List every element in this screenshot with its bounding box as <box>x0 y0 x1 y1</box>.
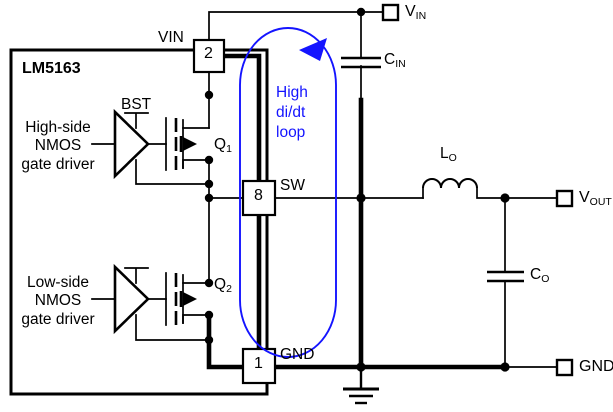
q1-body-diode-arrow <box>183 137 197 151</box>
terminal-label-gnd: GND <box>579 358 613 376</box>
wire-ls-driver-ref <box>135 314 210 341</box>
pin-label-sw: SW <box>280 177 305 194</box>
terminal-vout-letter: V <box>579 189 590 206</box>
refdes-lo: LO <box>440 145 457 164</box>
refdes-q2-index: 2 <box>226 283 232 295</box>
pin-number-sw: 8 <box>254 187 263 204</box>
wire-ind-right <box>476 187 558 199</box>
refdes-q1: Q1 <box>214 136 232 155</box>
high-side-driver-line3: gate driver <box>21 155 95 173</box>
refdes-q2-letter: Q <box>214 276 227 293</box>
low-side-driver-triangle <box>113 263 150 335</box>
high-didt-loop-arrow <box>299 38 327 61</box>
power-trace-q2-source-to-gnd <box>206 312 246 370</box>
junction-dot-q2-ref <box>204 335 214 345</box>
low-side-gate-driver-label: Low-side NMOS gate driver <box>8 274 108 329</box>
junction-dot-vin <box>356 7 366 17</box>
junction-dot-q1-drain <box>204 90 214 100</box>
terminal-vout-index: OUT <box>589 196 612 208</box>
refdes-q1-letter: Q <box>214 136 227 153</box>
wire-q1-drain-lead <box>182 119 210 129</box>
terminal-label-vin: VIN <box>405 3 427 22</box>
wire-vin-rail <box>208 11 384 41</box>
q2-body-diode-arrow <box>183 292 197 306</box>
high-didt-loop-line1: High <box>276 84 308 101</box>
wire-bst <box>124 112 149 129</box>
junction-dot-q2-drain <box>204 278 214 288</box>
vout-terminal-square[interactable] <box>555 189 574 208</box>
refdes-cin-letter: C <box>384 51 396 68</box>
page-title: LM5163 <box>22 60 81 77</box>
input-capacitor-symbol <box>341 56 381 69</box>
high-side-driver-line1: High-side <box>25 119 91 136</box>
junction-dot-sw-left <box>204 193 214 203</box>
high-side-gate-driver-label: High-side NMOS gate driver <box>8 119 108 174</box>
pin-label-vin: VIN <box>158 29 184 46</box>
output-inductor-symbol <box>422 178 478 189</box>
junction-dot-q1-source <box>204 155 214 165</box>
refdes-co: CO <box>530 266 550 285</box>
vin-terminal-square[interactable] <box>381 3 400 22</box>
pin-number-vin: 2 <box>204 45 213 62</box>
pin-box-sw[interactable] <box>241 179 277 217</box>
refdes-q1-index: 1 <box>226 143 232 155</box>
ic-outline-box <box>9 48 269 396</box>
earth-ground-symbol <box>343 367 379 405</box>
high-didt-loop-path <box>239 27 337 358</box>
terminal-vin-letter: V <box>405 3 416 20</box>
junction-dot-vout <box>500 193 510 203</box>
wire-ls-driver-supply <box>124 267 149 284</box>
wire-q2-source-lead <box>182 314 210 324</box>
junction-dot-q1-ref <box>204 179 214 189</box>
pin-box-gnd[interactable] <box>241 347 277 385</box>
terminal-vin-index: IN <box>415 10 427 22</box>
power-trace-vin-to-sw <box>221 53 262 183</box>
low-side-driver-line2: NMOS <box>34 292 82 310</box>
low-side-driver-line1: Low-side <box>26 274 90 291</box>
junction-dot-gnd-right <box>500 362 510 372</box>
refdes-cin-index: IN <box>395 58 406 70</box>
terminal-label-vout: VOUT <box>579 189 612 208</box>
junction-dot-gnd-earth <box>356 362 366 372</box>
refdes-cin: CIN <box>384 51 406 70</box>
refdes-lo-index: O <box>448 152 457 164</box>
output-capacitor-symbol <box>487 270 524 283</box>
refdes-co-letter: C <box>530 266 542 283</box>
pin-number-gnd: 1 <box>254 355 263 372</box>
wire-hs-driver-ref <box>135 159 210 185</box>
refdes-co-index: O <box>541 273 550 285</box>
low-side-driver-line3: gate driver <box>21 310 95 328</box>
pin-box-vin[interactable] <box>192 38 226 74</box>
net-label-bst: BST <box>121 96 152 113</box>
high-side-driver-line2: NMOS <box>34 137 82 155</box>
high-didt-loop-line3: loop <box>276 124 306 141</box>
gnd-terminal-square[interactable] <box>555 358 574 377</box>
high-didt-loop-line2: di/dt <box>276 104 306 121</box>
junction-dot-q2-source <box>204 310 214 320</box>
refdes-q2: Q2 <box>214 276 232 295</box>
junction-dot-sw-cin <box>356 193 366 203</box>
pin-label-gnd: GND <box>280 346 315 363</box>
high-side-driver-triangle <box>113 108 150 180</box>
refdes-lo-letter: L <box>440 145 449 162</box>
terminal-gnd-letter: GND <box>579 358 613 375</box>
